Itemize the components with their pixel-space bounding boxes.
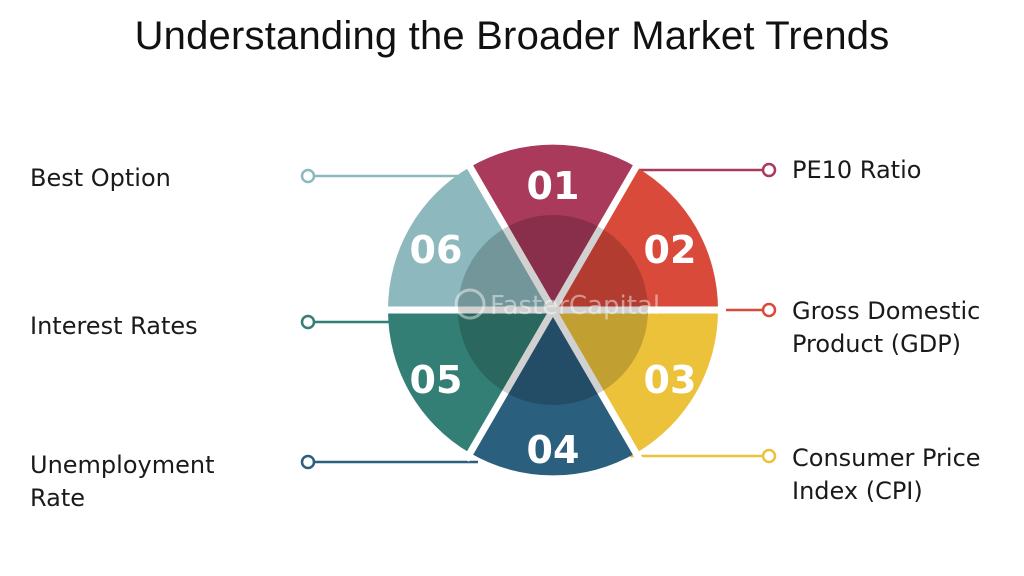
connector-dot-05 xyxy=(300,314,316,330)
wedge-05 xyxy=(387,310,553,453)
label-gdp: Gross Domestic Product (GDP) xyxy=(792,295,980,361)
wedge-04 xyxy=(470,310,636,476)
connector-dot-04 xyxy=(300,454,316,470)
segment-number-04: 04 xyxy=(527,428,580,472)
watermark-text: FasterCapital xyxy=(490,291,660,321)
connector-dot-01 xyxy=(761,162,777,178)
label-line: Consumer Price xyxy=(792,444,981,472)
label-line: Product (GDP) xyxy=(792,330,962,358)
inner-disc xyxy=(458,215,648,405)
wedge-03 xyxy=(553,310,719,453)
label-pe10-ratio: PE10 Ratio xyxy=(792,154,921,187)
wedge-01 xyxy=(470,144,636,310)
segment-numbers: 01 02 03 04 05 06 xyxy=(410,164,697,472)
connector-lines xyxy=(300,162,777,470)
label-interest-rates: Interest Rates xyxy=(30,310,198,343)
segment-number-03: 03 xyxy=(644,358,697,402)
label-line: Interest Rates xyxy=(30,312,198,340)
watermark: FasterCapital xyxy=(454,288,660,321)
label-cpi: Consumer Price Index (CPI) xyxy=(792,442,981,508)
segment-number-01: 01 xyxy=(527,164,580,208)
segment-number-06: 06 xyxy=(410,228,463,272)
label-unemployment-rate: Unemployment Rate xyxy=(30,449,214,515)
segment-number-02: 02 xyxy=(644,228,697,272)
segment-number-05: 05 xyxy=(410,358,463,402)
connector-dot-03 xyxy=(761,448,777,464)
wedge-06 xyxy=(387,167,553,310)
label-line: Best Option xyxy=(30,164,171,192)
wedges xyxy=(380,144,726,476)
label-line: PE10 Ratio xyxy=(792,156,922,184)
watermark-gear-icon xyxy=(454,288,486,320)
label-line: Unemployment xyxy=(30,451,215,479)
page-title: Understanding the Broader Market Trends xyxy=(134,14,890,58)
connector-dot-02 xyxy=(761,302,777,318)
label-best-option: Best Option xyxy=(30,162,171,195)
label-line: Index (CPI) xyxy=(792,477,923,505)
label-line: Rate xyxy=(30,484,86,512)
label-line: Gross Domestic xyxy=(792,297,981,325)
wedge-02 xyxy=(553,167,719,310)
connector-dot-06 xyxy=(300,168,316,184)
